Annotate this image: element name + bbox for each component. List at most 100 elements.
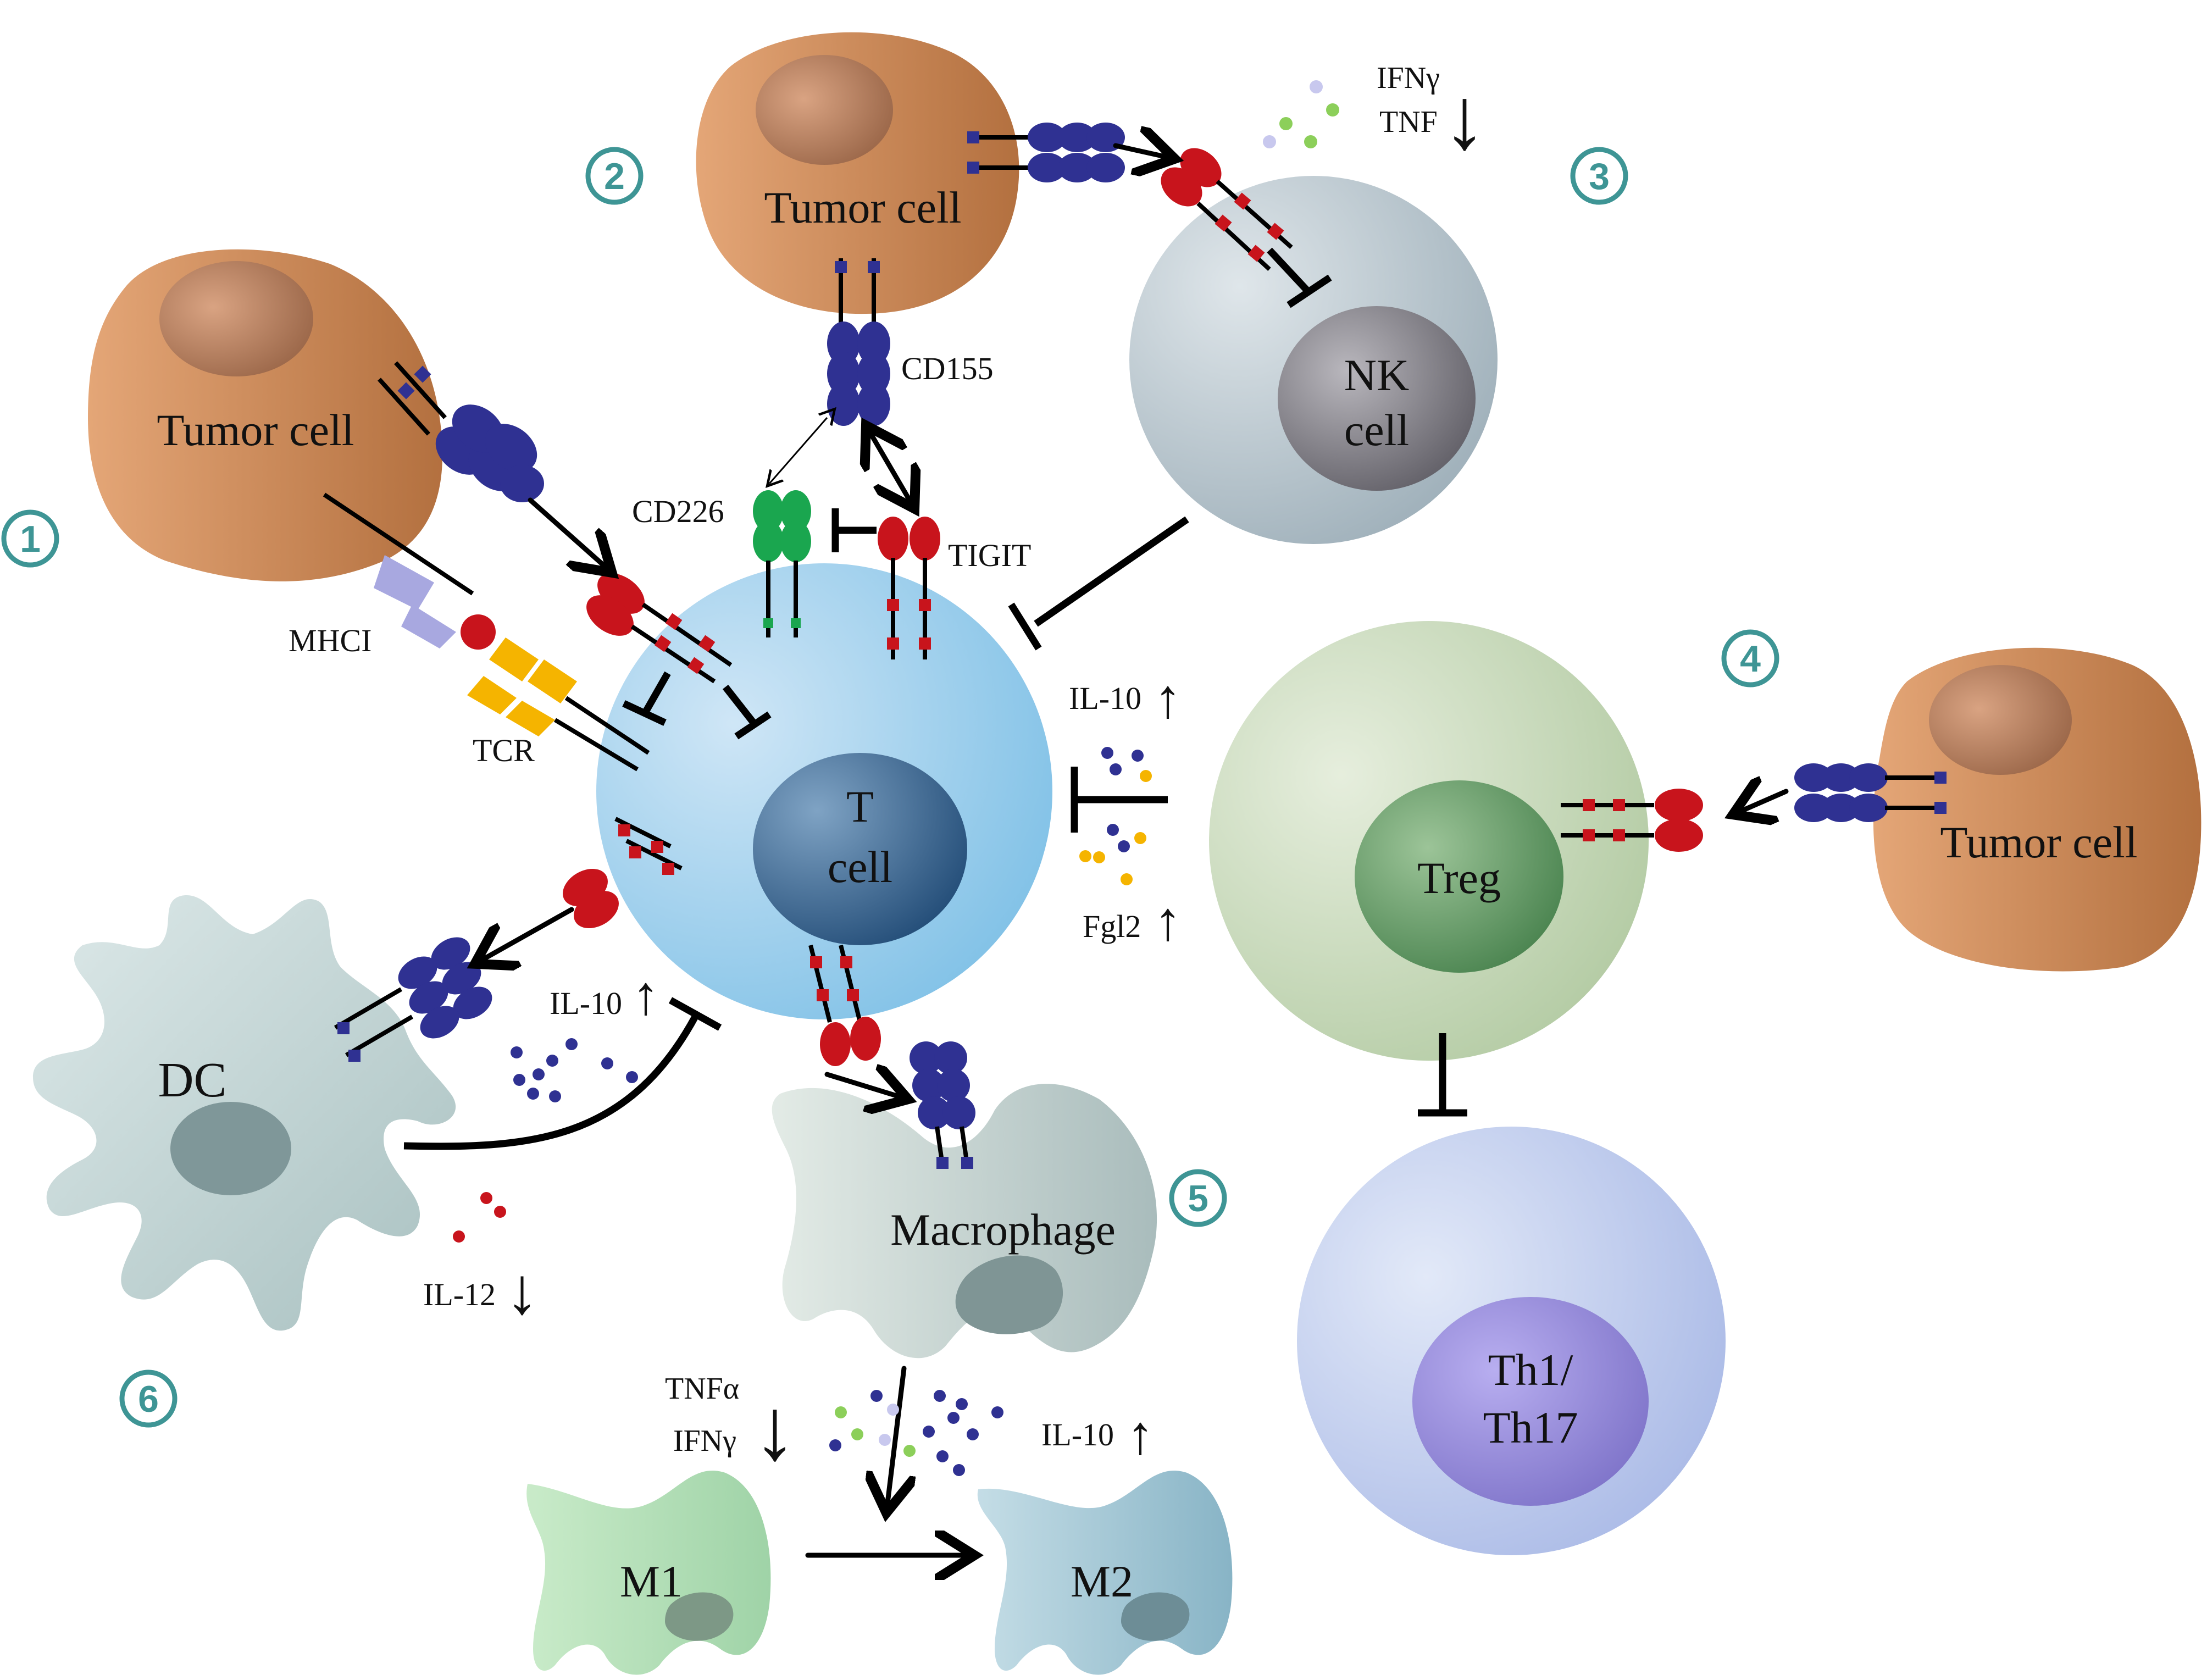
nk-nucleus: [1278, 306, 1476, 491]
nk-decrease-arrow: ↓: [1443, 70, 1487, 168]
mhc-stalk: [323, 492, 474, 596]
inhibit-treg-to-tcell: [1071, 767, 1168, 833]
antigen-peptide: [461, 614, 496, 650]
m2-label: M2: [1071, 1556, 1133, 1606]
th-label-line1: Th1/: [1488, 1345, 1573, 1395]
m1-nucleus: [665, 1592, 734, 1641]
treg-fgl2-arrow: ↑: [1154, 891, 1182, 952]
nk-ifng-label: IFNγ: [1377, 61, 1440, 95]
mhci-label: MHCI: [289, 623, 371, 658]
section-badge-4: 4: [1721, 629, 1779, 687]
tumor-nucleus-2: [756, 55, 893, 165]
inhibit-tcr-signal: [622, 671, 671, 726]
treg-label: Treg: [1417, 853, 1501, 903]
arrow-tigit-to-dc: [484, 907, 574, 959]
t-nucleus: [753, 753, 967, 945]
m2-macrophage: [977, 1470, 1233, 1675]
mhci-molecule: [374, 555, 456, 648]
tumor-cell-2-label: Tumor cell: [764, 182, 961, 232]
cd155-tumor2-right: [967, 123, 1125, 182]
nk-cell: [1129, 176, 1498, 544]
tcr-label: TCR: [473, 733, 535, 768]
inhibit-cd226: [831, 508, 877, 552]
dc-il12-arrow: ↓: [506, 1255, 539, 1328]
svg-text:6: 6: [138, 1378, 159, 1420]
section-badge-3: 3: [1570, 147, 1628, 205]
cytokine-dots-macrophage: [829, 1390, 1003, 1476]
tumor-cell-1: [88, 249, 443, 581]
inhibit-treg-to-th: [1418, 1033, 1467, 1117]
svg-text:1: 1: [20, 518, 41, 560]
t-label-line1: T: [846, 781, 874, 831]
m1-label: M1: [620, 1556, 683, 1606]
mac-decrease-arrow: ↓: [753, 1380, 797, 1478]
cd226-label: CD226: [632, 494, 724, 529]
mac-il10-label: IL-10: [1041, 1417, 1114, 1452]
dc-label: DC: [158, 1053, 226, 1107]
nk-tnf-label: TNF: [1379, 105, 1438, 139]
cd155-tumor2: [827, 258, 890, 426]
section-badge-1: 1: [1, 509, 59, 568]
nk-label-line1: NK: [1344, 350, 1409, 400]
tumor-nucleus-4: [1929, 665, 2072, 775]
inhibit-nk-nucleus: [1267, 247, 1332, 308]
tigit-tcell-6: [563, 817, 683, 929]
macrophage-nucleus: [955, 1255, 1063, 1334]
arrow-tigit-to-macrophage: [824, 1074, 899, 1096]
m1-macrophage: [526, 1470, 771, 1675]
section-badge-6: 6: [119, 1369, 178, 1428]
inhibit-tcell-1: [722, 684, 772, 740]
tigit-tcell-5: [808, 945, 881, 1066]
cd155-tumor4: [1794, 763, 1947, 822]
dc-il12-label: IL-12: [423, 1277, 496, 1312]
t-cell: [596, 563, 1052, 1019]
cd155-dc: [334, 937, 492, 1062]
arrow-tumor2-to-nk: [1113, 146, 1165, 157]
cd155-tumor1: [378, 361, 544, 502]
cytokine-dots-nk: [1263, 80, 1339, 148]
inhibit-dc-to-tcell: [403, 997, 722, 1150]
cytokine-dots-dc-il12: [453, 1192, 506, 1243]
nk-label-line2: cell: [1344, 405, 1409, 455]
th-label-line2: Th17: [1483, 1402, 1578, 1452]
mac-il10-arrow: ↑: [1127, 1405, 1154, 1466]
arrow-tumor4-to-treg: [1742, 791, 1789, 811]
dc-nucleus: [170, 1102, 291, 1195]
cytokine-dots-dc-il10: [511, 1038, 638, 1102]
macrophage: [772, 1084, 1157, 1359]
tumor-cell-2: [696, 32, 1019, 314]
section-badge-2: 2: [585, 147, 644, 205]
tcr-molecule: [467, 637, 650, 772]
treg-il10-arrow: ↑: [1154, 668, 1182, 729]
cd155-macrophage: [910, 1041, 975, 1169]
arrow-cd155-tigit: [871, 434, 910, 500]
macrophage-label: Macrophage: [890, 1205, 1116, 1255]
t-label-line2: cell: [828, 842, 892, 892]
mac-ifng-label: IFNγ: [673, 1424, 736, 1458]
tumor-nucleus-1: [159, 261, 313, 376]
svg-text:4: 4: [1740, 638, 1761, 680]
tigit-label: TIGIT: [948, 537, 1031, 573]
svg-text:2: 2: [604, 156, 625, 197]
tumor-cell-1-label: Tumor cell: [157, 405, 354, 455]
arrow-cd155-cd226-weak: [769, 418, 827, 484]
tumor-cell-4-label: Tumor cell: [1940, 817, 2137, 867]
cytokine-dots-treg: [1079, 747, 1152, 885]
treg-fgl2-label: Fgl2: [1083, 908, 1141, 944]
arrow-tumor1-to-tigit: [528, 497, 605, 566]
cd155-label: CD155: [901, 351, 994, 386]
tigit-nk: [1161, 148, 1293, 271]
section-badge-5: 5: [1169, 1169, 1227, 1227]
svg-text:3: 3: [1589, 156, 1610, 197]
arrow-macrophage-to-m2: [888, 1366, 904, 1503]
dc-il10-arrow: ↑: [632, 965, 659, 1026]
th-cell: [1297, 1127, 1726, 1555]
tumor-cell-4: [1873, 647, 2202, 972]
svg-text:5: 5: [1188, 1178, 1208, 1219]
treg-cell: [1209, 621, 1649, 1061]
m2-nucleus: [1121, 1592, 1190, 1641]
th-nucleus: [1412, 1297, 1649, 1506]
dendritic-cell: [33, 895, 456, 1331]
treg-nucleus: [1355, 780, 1563, 973]
